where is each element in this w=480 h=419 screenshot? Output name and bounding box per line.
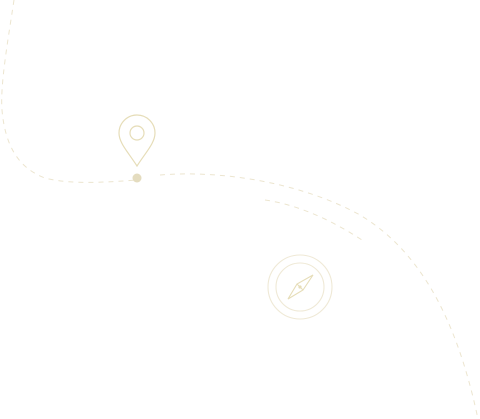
dashed-route-main — [1, 0, 138, 183]
compass-icon — [267, 254, 333, 320]
dashed-route-inner — [264, 199, 366, 243]
dashed-route-right — [159, 173, 479, 419]
map-pin-icon — [118, 114, 156, 183]
